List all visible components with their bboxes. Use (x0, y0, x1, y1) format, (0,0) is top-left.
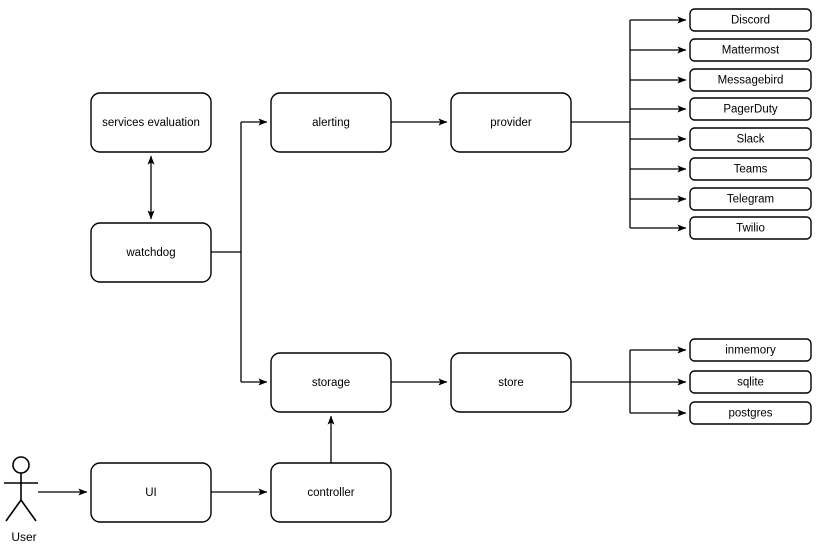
provider-leaf-telegram[interactable]: Telegram (689, 187, 812, 211)
store-leaf-postgres-box[interactable] (689, 401, 812, 425)
store-leaf-inmemory-box[interactable] (689, 338, 812, 362)
node-provider[interactable]: provider (450, 92, 572, 153)
store-leaf-postgres[interactable]: postgres (689, 401, 812, 425)
store-leaf-inmemory[interactable]: inmemory (689, 338, 812, 362)
provider-leaf-slack[interactable]: Slack (689, 127, 812, 151)
node-provider-box[interactable] (450, 92, 572, 153)
node-watchdog[interactable]: watchdog (90, 222, 212, 283)
node-alerting-box[interactable] (270, 92, 392, 153)
provider-leaf-pagerduty-box[interactable] (689, 97, 812, 121)
node-storage[interactable]: storage (270, 352, 392, 413)
node-controller[interactable]: controller (270, 462, 392, 523)
node-watchdog-box[interactable] (90, 222, 212, 283)
provider-leaf-mattermost-box[interactable] (689, 38, 812, 62)
provider-leaf-slack-box[interactable] (689, 127, 812, 151)
node-storage-box[interactable] (270, 352, 392, 413)
provider-leaf-teams-box[interactable] (689, 157, 812, 181)
node-controller-box[interactable] (270, 462, 392, 523)
provider-leaf-teams[interactable]: Teams (689, 157, 812, 181)
store-leaf-sqlite[interactable]: sqlite (689, 370, 812, 394)
provider-leaf-pagerduty[interactable]: PagerDuty (689, 97, 812, 121)
actor-user[interactable]: User (4, 456, 38, 544)
actor-leg-left (5, 499, 22, 522)
node-services-evaluation-box[interactable] (90, 92, 212, 153)
provider-leaf-messagebird[interactable]: Messagebird (689, 68, 812, 92)
provider-leaf-discord[interactable]: Discord (689, 8, 812, 32)
actor-leg-right (20, 499, 37, 522)
edge-layer (38, 16, 687, 496)
edge-store-fanout (571, 346, 687, 417)
actor-label: User (11, 530, 36, 544)
node-store[interactable]: store (450, 352, 572, 413)
node-ui-box[interactable] (90, 462, 212, 523)
provider-leaf-telegram-box[interactable] (689, 187, 812, 211)
edge-provider-fanout (571, 16, 687, 232)
stick-figure-actor-icon (12, 456, 30, 474)
provider-leaf-discord-box[interactable] (689, 8, 812, 32)
provider-leaf-twilio-box[interactable] (689, 216, 812, 240)
provider-leaf-twilio[interactable]: Twilio (689, 216, 812, 240)
node-services-evaluation[interactable]: services evaluation (90, 92, 212, 153)
node-alerting[interactable]: alerting (270, 92, 392, 153)
provider-leaf-mattermost[interactable]: Mattermost (689, 38, 812, 62)
provider-leaf-messagebird-box[interactable] (689, 68, 812, 92)
node-ui[interactable]: UI (90, 462, 212, 523)
node-store-box[interactable] (450, 352, 572, 413)
edge-watchdog-bus (211, 118, 268, 386)
store-leaf-sqlite-box[interactable] (689, 370, 812, 394)
